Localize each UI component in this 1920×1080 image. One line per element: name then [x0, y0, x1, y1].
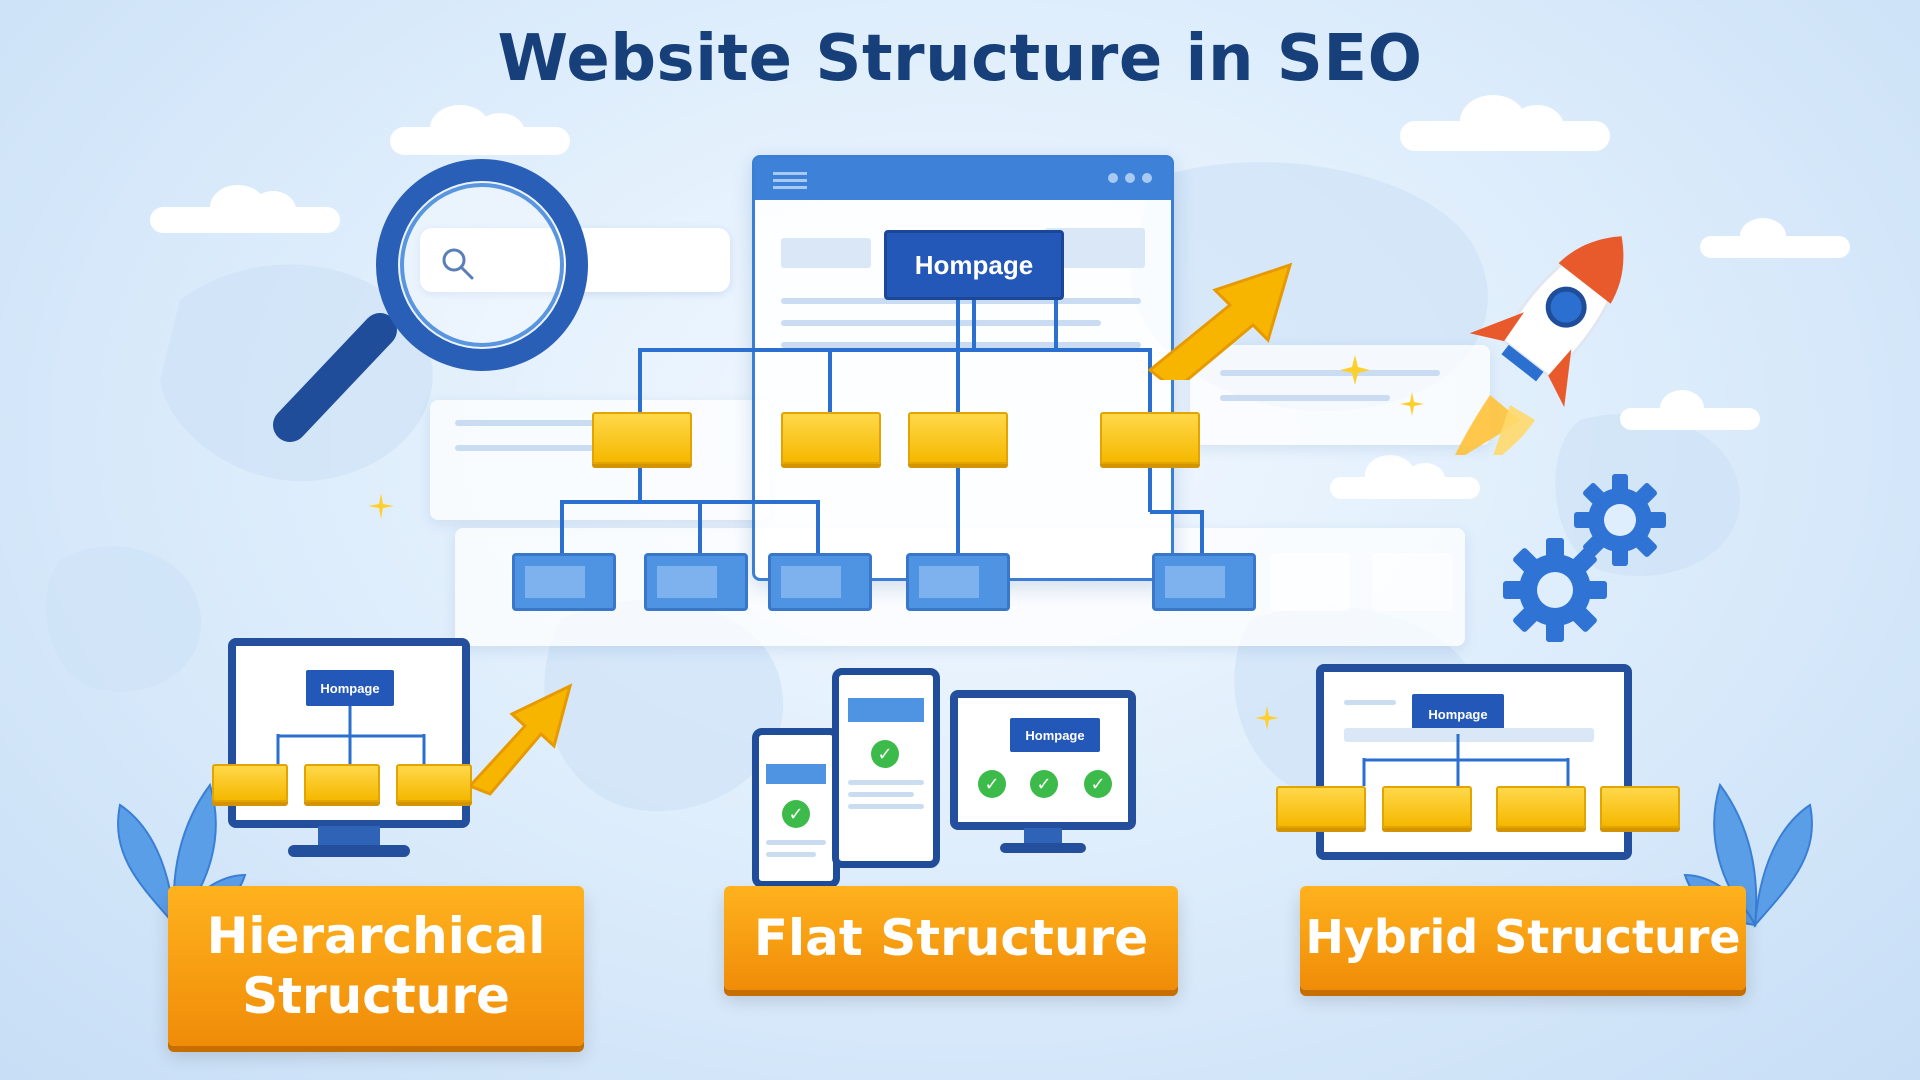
- mini-tree-connectors: [1362, 734, 1570, 786]
- placeholder-line: [848, 792, 914, 797]
- page-node-placeholder: [1270, 553, 1350, 611]
- checkmark-icon: ✓: [871, 740, 899, 768]
- placeholder-line: [848, 804, 924, 809]
- label-line: Structure: [242, 967, 510, 1025]
- checkmark-icon: ✓: [978, 770, 1006, 798]
- placeholder-line: [1220, 395, 1390, 401]
- page-node: [1152, 553, 1256, 611]
- mini-category-node: [1276, 786, 1366, 828]
- category-node: [1100, 412, 1200, 464]
- mini-category-node: [396, 764, 472, 802]
- monitor-base: [288, 845, 410, 857]
- magnifying-glass-icon: [273, 159, 588, 442]
- placeholder-line: [781, 298, 1141, 304]
- monitor-stand: [1024, 828, 1062, 846]
- mini-category-node: [1382, 786, 1472, 828]
- gear-icon: [1574, 474, 1666, 566]
- checkmark-icon: ✓: [1030, 770, 1058, 798]
- page-title: Website Structure in SEO: [497, 22, 1423, 96]
- placeholder-line: [1344, 700, 1396, 705]
- phone-screen-grid: [766, 764, 826, 784]
- placeholder-line: [766, 852, 816, 857]
- page-node: [644, 553, 748, 611]
- category-node: [592, 412, 692, 464]
- placeholder-line: [781, 342, 1141, 348]
- browser-window: [752, 155, 1174, 581]
- mini-homepage-node: Hompage: [1412, 694, 1504, 734]
- label-line: Hierarchical: [206, 907, 546, 965]
- mini-category-node: [304, 764, 380, 802]
- placeholder-line: [781, 238, 871, 268]
- search-icon: [442, 248, 474, 280]
- checkmark-icon: ✓: [782, 800, 810, 828]
- mini-category-node: [212, 764, 288, 802]
- cloud: [390, 105, 570, 155]
- cloud: [1400, 95, 1610, 151]
- sparkle-icon: [1400, 392, 1424, 416]
- mini-category-node: [1600, 786, 1680, 828]
- mini-category-node: [1496, 786, 1586, 828]
- mini-homepage-node: Hompage: [306, 670, 394, 706]
- cloud: [150, 185, 340, 233]
- window-controls-icon: [1108, 173, 1152, 183]
- mini-homepage-node: Hompage: [1010, 718, 1100, 752]
- placeholder-line: [781, 320, 1101, 326]
- hybrid-structure-label: Hybrid Structure: [1300, 886, 1746, 990]
- browser-title-bar: [755, 158, 1171, 200]
- gear-icon: [1503, 538, 1607, 642]
- root-node-homepage: Hompage: [884, 230, 1064, 300]
- placeholder-line: [455, 420, 675, 426]
- placeholder-line: [1344, 728, 1594, 742]
- flat-structure-label: Flat Structure: [724, 886, 1178, 990]
- cloud: [1620, 390, 1760, 430]
- placeholder-line: [1220, 370, 1440, 376]
- placeholder-line: [848, 780, 924, 785]
- page-node: [512, 553, 616, 611]
- page-node-placeholder: [1372, 553, 1452, 611]
- hierarchical-structure-label: Hierarchical Structure: [168, 886, 584, 1046]
- checkmark-icon: ✓: [1084, 770, 1112, 798]
- tablet-screen-grid: [848, 698, 924, 722]
- flat-monitor: [950, 690, 1136, 830]
- sparkle-icon: [1340, 355, 1370, 385]
- sparkle-icon: [1255, 706, 1279, 730]
- placeholder-line: [766, 840, 826, 845]
- growth-arrow-icon: [470, 683, 573, 796]
- monitor-stand: [318, 826, 380, 848]
- monitor-base: [1000, 843, 1086, 853]
- page-node: [768, 553, 872, 611]
- placeholder-line: [455, 445, 615, 451]
- growth-arrow-icon: [1147, 262, 1293, 380]
- category-node: [781, 412, 881, 464]
- page-node: [906, 553, 1010, 611]
- cloud: [1700, 218, 1850, 258]
- category-node: [908, 412, 1008, 464]
- sparkle-icon: [368, 493, 394, 519]
- mini-tree-connectors: [276, 706, 426, 764]
- menu-icon: [773, 172, 807, 189]
- cloud: [1330, 455, 1480, 499]
- rocket-icon: [1455, 234, 1624, 455]
